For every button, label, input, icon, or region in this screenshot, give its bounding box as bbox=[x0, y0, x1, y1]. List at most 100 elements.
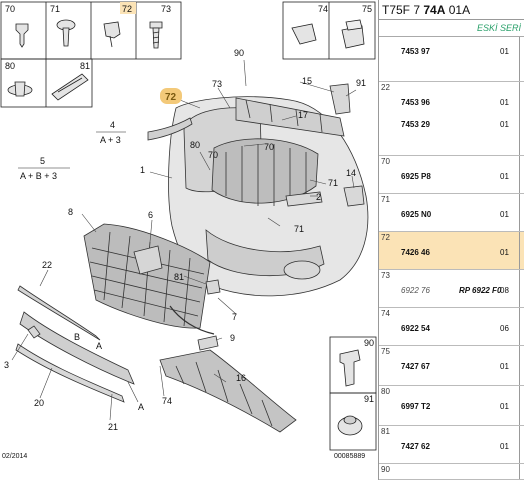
inset-label-70: 70 bbox=[5, 4, 15, 14]
label-6: 6 bbox=[148, 210, 153, 220]
part-number[interactable]: 7427 67 bbox=[401, 362, 430, 371]
part-quantity: 01 bbox=[500, 47, 509, 56]
label-8: 8 bbox=[68, 207, 73, 217]
label-22: 22 bbox=[42, 260, 52, 270]
inset-box-91 bbox=[329, 392, 377, 451]
header-bold-code: 74A bbox=[423, 3, 446, 17]
label-90: 90 bbox=[234, 48, 244, 58]
inset-label-75: 75 bbox=[362, 4, 372, 14]
inset-fasteners-top bbox=[0, 1, 182, 108]
chrome-strip bbox=[169, 305, 215, 335]
label-B: B bbox=[74, 332, 80, 342]
part-number[interactable]: 6925 P8 bbox=[401, 172, 431, 181]
panel-subheader: ESKİ SERİ bbox=[379, 20, 524, 37]
label-70a: 70 bbox=[264, 142, 274, 152]
part-number[interactable]: 7453 29 bbox=[401, 120, 430, 129]
parts-row-main[interactable]: 7453 97 01 bbox=[379, 37, 524, 82]
grille-assembly bbox=[83, 223, 221, 351]
trim-strip-20 bbox=[15, 343, 125, 403]
trim-strip-22 bbox=[17, 285, 101, 341]
label-71b: 71 bbox=[294, 224, 304, 234]
column-divider bbox=[519, 82, 520, 155]
footer-code: 00085889 bbox=[334, 453, 365, 460]
row-ref: 81 bbox=[381, 427, 390, 436]
part-number[interactable]: 7453 97 bbox=[401, 47, 430, 56]
inset-label-73: 73 bbox=[161, 4, 171, 14]
part-number[interactable]: 6922 76 bbox=[401, 286, 430, 295]
header-suffix: 01A bbox=[448, 3, 471, 17]
fastener-70-icon bbox=[15, 23, 29, 48]
row-ref: 71 bbox=[381, 195, 390, 204]
parts-row-72[interactable]: 72 7426 46 01 bbox=[379, 232, 524, 270]
part-line: 6922 54 06 bbox=[379, 322, 524, 335]
label-72: 72 bbox=[165, 92, 177, 103]
label-70b: 70 bbox=[208, 150, 218, 160]
part-quantity: 01 bbox=[500, 120, 509, 129]
parts-row-90[interactable]: 90 bbox=[379, 464, 524, 480]
part-line: 7453 29 01 bbox=[379, 118, 524, 131]
part-quantity: 01 bbox=[500, 402, 509, 411]
reinforcement-beam bbox=[235, 97, 345, 137]
front-badge bbox=[133, 245, 163, 275]
upper-trim-strip bbox=[147, 117, 193, 141]
label-14: 14 bbox=[346, 168, 356, 178]
label-71a: 71 bbox=[328, 178, 338, 188]
part-line: 7426 46 01 bbox=[379, 246, 524, 259]
row-ref: 72 bbox=[381, 233, 390, 242]
clip-81-part bbox=[205, 279, 221, 295]
bracket-2 bbox=[285, 191, 323, 207]
label-9: 9 bbox=[230, 333, 235, 343]
inset-label-90: 90 bbox=[364, 338, 374, 348]
label-73: 73 bbox=[212, 79, 222, 89]
inset-fasteners-bottom bbox=[329, 336, 377, 451]
part-quantity: 01 bbox=[500, 172, 509, 181]
column-divider bbox=[519, 308, 520, 345]
label-20: 20 bbox=[34, 398, 44, 408]
label-80: 80 bbox=[190, 140, 200, 150]
part-number[interactable]: 7427 62 bbox=[401, 442, 430, 451]
leader-lines bbox=[11, 59, 357, 421]
label-2: 2 bbox=[316, 192, 321, 202]
inset-box-row2 bbox=[0, 58, 93, 108]
part-quantity: 08 bbox=[500, 286, 509, 295]
row-ref: 80 bbox=[381, 387, 390, 396]
lower-trims bbox=[15, 285, 297, 433]
part-number[interactable]: 6997 T2 bbox=[401, 402, 431, 411]
column-divider bbox=[519, 346, 520, 385]
label-7: 7 bbox=[232, 312, 237, 322]
part-quantity: 01 bbox=[500, 210, 509, 219]
parts-row-71[interactable]: 71 6925 N0 01 bbox=[379, 194, 524, 232]
part-number[interactable]: 7426 46 bbox=[401, 248, 430, 257]
part-quantity: 06 bbox=[500, 324, 509, 333]
label-16: 16 bbox=[236, 373, 246, 383]
part-number[interactable]: 7453 96 bbox=[401, 98, 430, 107]
row-ref: 90 bbox=[381, 465, 390, 474]
parts-row-80[interactable]: 80 6997 T2 01 bbox=[379, 386, 524, 426]
label-21: 21 bbox=[108, 422, 118, 432]
part-quantity: 01 bbox=[500, 248, 509, 257]
fastener-74-icon bbox=[291, 23, 317, 45]
part-number[interactable]: 6922 54 bbox=[401, 324, 430, 333]
callout-labels: 1 2 3 4 A + 3 5 A + B + 3 6 7 8 9 14 15 … bbox=[4, 48, 366, 432]
inset-fasteners-top-right bbox=[282, 1, 376, 60]
lower-absorber bbox=[159, 349, 297, 433]
bumper-assembly bbox=[147, 83, 369, 297]
label-3: 3 bbox=[4, 360, 9, 370]
label-5-formula: A + B + 3 bbox=[20, 171, 57, 181]
part-number[interactable]: 6925 N0 bbox=[401, 210, 432, 219]
column-divider bbox=[519, 464, 520, 479]
fastener-90-icon bbox=[339, 349, 361, 387]
label-74: 74 bbox=[162, 396, 172, 406]
header-prefix: T75F 7 bbox=[382, 3, 421, 17]
fastener-72-icon bbox=[103, 21, 121, 39]
part-9 bbox=[197, 335, 219, 351]
panel-header: T75F 7 74A 01A bbox=[379, 0, 524, 20]
